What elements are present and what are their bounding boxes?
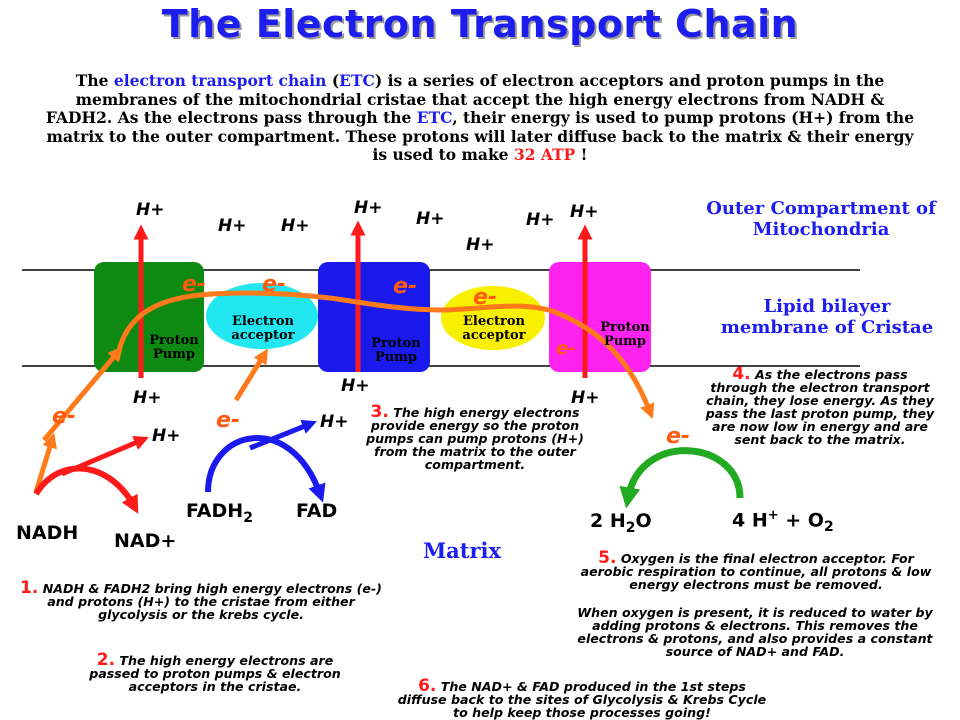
proton-label: H+ [466,235,495,255]
intro-text: , their energy is used to pump protons (… [46,108,915,164]
note-text: When oxygen is present, it is reduced to… [577,605,933,659]
electron-acceptor-label: Electron acceptor [462,314,526,343]
proton-pump-label: Proton Pump [149,333,199,362]
note-text: As the electrons pass through the electr… [705,367,935,447]
note-5: 5. Oxygen is the final electron acceptor… [570,550,942,592]
page-title: The Electron Transport Chain [161,2,799,46]
water-label: 2 H2O [590,510,652,536]
fad-label: FAD [296,500,338,522]
proton-pump-label: Proton Pump [371,336,421,365]
electron-acceptor-label: Electron acceptor [231,314,295,343]
note-text: The NAD+ & FAD produced in the 1st steps… [397,679,767,720]
oxy-subscript: 2 [823,519,834,536]
oxy-text: + O [778,509,824,532]
electron-arrow-nadh [42,346,123,442]
proton-label: H+ [416,209,445,229]
note-number: 5. [598,548,617,568]
water-text: 2 H [590,510,626,532]
fadh2-text: FADH [186,500,244,522]
water-formation-arrow [619,447,744,509]
electron-label: e- [216,408,241,433]
electron-label: e- [182,272,207,297]
note-5b: When oxygen is present, it is reduced to… [566,606,944,658]
proton-label: H+ [354,198,383,218]
outer-compartment-label: Outer Compartment of Mitochondria [706,198,936,240]
fadh2-proton-arrow [249,419,317,451]
fadh2-to-fad-arrow [205,435,326,503]
proton-pump-3 [549,262,651,372]
electron-label: e- [473,285,498,310]
note-number: 4. [732,364,751,384]
proton-label: H+ [341,376,370,396]
etc-abbr: ETC [339,71,375,90]
note-text: Oxygen is the final electron acceptor. F… [580,551,932,592]
electron-flow-path [115,290,655,419]
fadh2-label: FADH2 [186,500,253,526]
proton-label: H+ [571,388,600,408]
proton-label: H+ [320,412,349,432]
electron-acceptor-1 [206,283,318,349]
water-oxygen: O [635,510,652,532]
nad-plus-label: NAD+ [114,530,177,552]
electron-label: e- [666,424,691,449]
electron-label: e- [393,274,418,299]
note-number: 6. [418,676,437,696]
note-4: 4. As the electrons pass through the ele… [702,366,938,447]
note-number: 1. [20,578,39,598]
fadh2-subscript: 2 [243,509,253,526]
electron-arrow-fadh2 [233,348,268,402]
proton-label: H+ [152,426,181,446]
intro-text: ) is a series of electron acceptors and … [45,71,885,127]
note-1: 1. NADH & FADH2 bring high energy electr… [16,580,386,622]
lipid-bilayer-label: Lipid bilayer membrane of Cristae [720,296,934,338]
water-subscript: 2 [625,519,636,536]
note-2: 2. The high energy electrons are passed … [70,652,360,694]
intro-text: The [75,71,114,90]
electron-label: e- [52,404,77,429]
electron-acceptor-2 [441,286,545,350]
note-text: NADH & FADH2 bring high energy electrons… [38,581,382,622]
nadh-label: NADH [16,522,79,544]
proton-label: H+ [133,388,162,408]
proton-pump-label: Proton Pump [600,320,650,349]
intro-paragraph: The electron transport chain (ETC) is a … [40,71,920,165]
oxy-superscript: + [767,508,779,523]
intro-text: ! [575,145,588,164]
intro-text: ( [326,71,340,90]
electron-label: e- [556,338,576,359]
note-number: 3. [370,402,389,422]
matrix-label: Matrix [422,538,502,563]
note-6: 6. The NAD+ & FAD produced in the 1st st… [396,678,768,720]
oxy-text: 4 H [732,509,768,532]
proton-pump-2 [318,262,430,372]
proton-label: H+ [526,210,555,230]
etc-abbr: ETC [416,108,453,127]
electron-arrow-nadh-lower [33,432,57,493]
nadh-proton-arrow [61,436,149,477]
note-number: 2. [96,650,116,670]
etc-term: electron transport chain [113,71,327,90]
proton-label: H+ [218,216,247,236]
note-text: The high energy electrons provide energy… [366,405,584,472]
note-text: The high energy electrons are passed to … [89,653,341,694]
nadh-to-nad-arrow [33,465,139,514]
proton-label: H+ [136,200,165,220]
proton-label: H+ [281,216,310,236]
electron-label: e- [262,272,287,297]
atp-amount: 32 ATP [513,145,576,164]
oxygen-protons-label: 4 H+ + O2 [732,508,834,535]
note-3: 3. The high energy electrons provide ene… [358,404,592,472]
proton-label: H+ [570,202,599,222]
